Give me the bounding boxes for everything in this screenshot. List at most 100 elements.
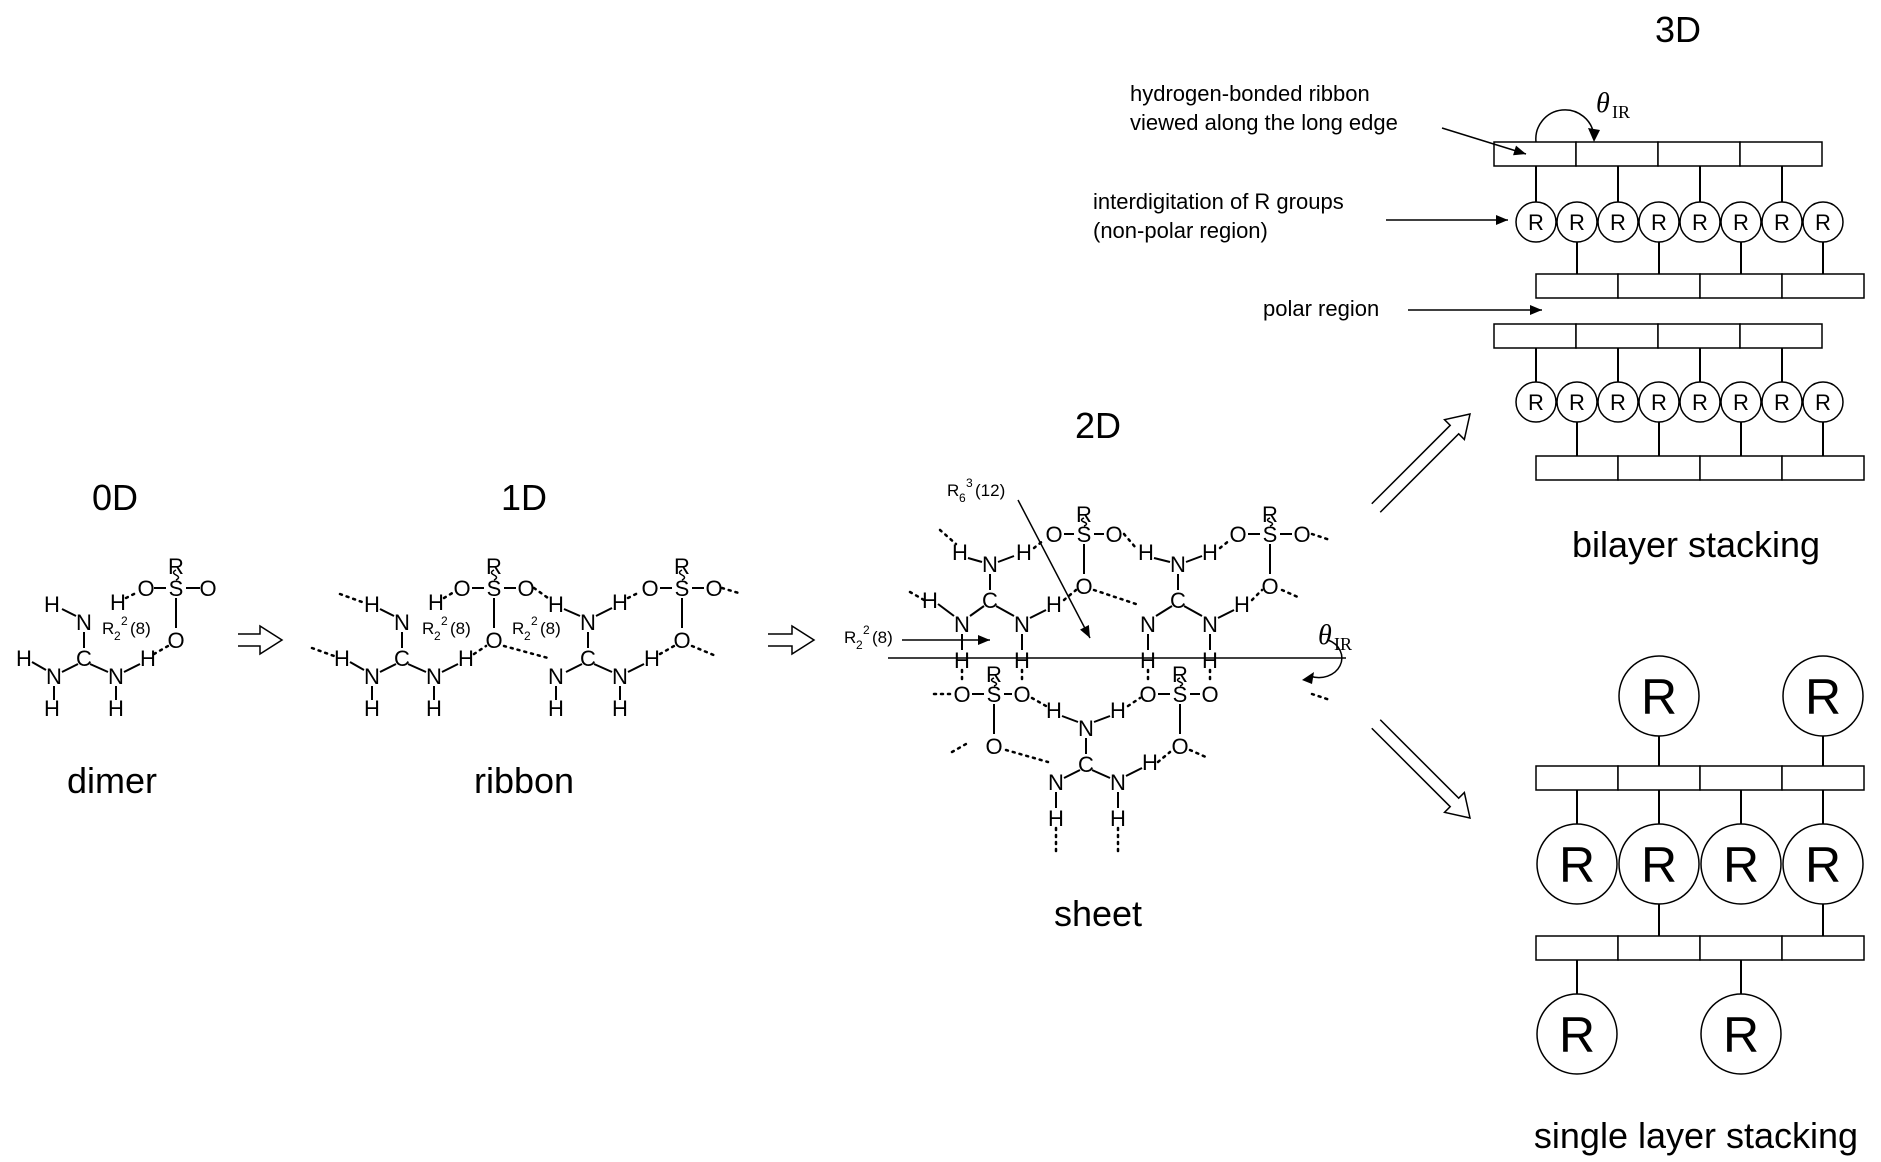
r-group-circle <box>1536 823 1618 905</box>
transition-arrow-to-bilayer <box>1371 413 1471 513</box>
atom-o: O <box>199 576 216 601</box>
caption-dimer: dimer <box>67 760 157 801</box>
transition-arrow-to-single-layer <box>1371 719 1471 819</box>
atom-h: H <box>612 590 628 615</box>
covalent-bond <box>407 663 427 673</box>
atom-c: C <box>76 646 92 671</box>
r-group-label: R <box>1774 390 1790 415</box>
covalent-bond <box>31 661 47 671</box>
atom-o: O <box>1293 522 1310 547</box>
atom-n: N <box>364 664 380 689</box>
atom-h: H <box>644 646 660 671</box>
atom-o: O <box>1171 734 1188 759</box>
covalent-bond <box>593 663 613 673</box>
atom-r: R <box>1262 502 1278 527</box>
atom-o: O <box>1105 522 1122 547</box>
hydrogen-bond <box>908 590 926 602</box>
motif-r63-12-pointer <box>1017 499 1091 639</box>
motif-label-ribbon-right: R 2 2 (8) <box>512 614 561 643</box>
covalent-bond <box>595 607 613 617</box>
covalent-bond <box>1185 555 1203 563</box>
hydrogen-bond <box>532 586 550 600</box>
caption-bilayer: bilayer stacking <box>1572 524 1820 565</box>
ribbon-segment <box>1657 323 1741 349</box>
atom-h: H <box>1202 540 1218 565</box>
wavy-bond <box>490 569 498 581</box>
covalent-bond <box>937 603 955 617</box>
covalent-bond <box>967 557 983 563</box>
ribbon-segment <box>1575 141 1659 167</box>
atom-h: H <box>110 590 126 615</box>
svg-text:2: 2 <box>441 614 448 628</box>
atom-h: H <box>1048 806 1064 831</box>
hydrogen-bond <box>152 644 170 656</box>
atom-s: S <box>987 682 1002 707</box>
r-group-circle <box>1515 201 1557 243</box>
ribbon-segment <box>1781 273 1865 299</box>
r-group-circle <box>1700 823 1782 905</box>
atom-r: R <box>486 554 502 579</box>
r-group-label: R <box>1723 1007 1759 1063</box>
hydrogen-bond <box>1250 588 1264 602</box>
r-group-circle <box>1515 381 1557 423</box>
r-group-label: R <box>1641 837 1677 893</box>
r-group-label: R <box>1805 669 1841 725</box>
motif-label-sheet-r22-8: R 2 2 (8) <box>844 623 893 652</box>
atom-h: H <box>548 696 564 721</box>
r-group-circle <box>1700 993 1782 1075</box>
ribbon-segment <box>1493 141 1577 167</box>
hydrogen-bond <box>442 590 456 600</box>
covalent-bond <box>1125 767 1143 777</box>
ribbon-segment <box>1617 273 1701 299</box>
arrowhead <box>1496 215 1508 225</box>
ribbon-segment <box>1739 141 1823 167</box>
hydrogen-bond <box>124 590 140 600</box>
covalent-bond <box>997 555 1015 563</box>
atom-s: S <box>1173 682 1188 707</box>
atom-s: S <box>1077 522 1092 547</box>
atom-h: H <box>426 696 442 721</box>
ribbon-segment <box>1535 273 1619 299</box>
atom-h: H <box>458 646 474 671</box>
svg-text:2: 2 <box>114 629 121 643</box>
covalent-bond <box>89 663 109 673</box>
title-3d: 3D <box>1655 9 1701 50</box>
hydrogen-bond <box>1092 588 1138 606</box>
ribbon-segment <box>1575 323 1659 349</box>
atom-o: O <box>1139 682 1156 707</box>
atom-n: N <box>394 610 410 635</box>
ribbon-segment <box>1617 765 1701 791</box>
arrowhead <box>1302 672 1314 684</box>
theta-symbol: θ <box>1318 620 1332 651</box>
ribbon-segment <box>1535 935 1619 961</box>
atom-n: N <box>1202 612 1218 637</box>
svg-text:R: R <box>422 619 434 638</box>
interdigitation-line1: interdigitation of R groups <box>1093 189 1344 214</box>
atom-o: O <box>705 576 722 601</box>
ribbon-segment <box>1699 765 1783 791</box>
covalent-bond <box>123 663 141 673</box>
svg-text:(8): (8) <box>540 619 561 638</box>
covalent-bond <box>379 663 397 673</box>
theta-symbol: θ <box>1596 88 1610 119</box>
r-group-label: R <box>1528 390 1544 415</box>
svg-text:(8): (8) <box>450 619 471 638</box>
atom-h: H <box>1046 592 1062 617</box>
r-group-label: R <box>1723 837 1759 893</box>
r-group-label: R <box>1733 390 1749 415</box>
r-group-label: R <box>1815 210 1831 235</box>
hydrogen-bond <box>1030 696 1048 708</box>
svg-text:6: 6 <box>959 491 966 505</box>
svg-text:2: 2 <box>524 629 531 643</box>
r-group-label: R <box>1815 390 1831 415</box>
wavy-bond <box>1266 517 1274 527</box>
svg-text:(8): (8) <box>872 628 893 647</box>
hydrogen-bond <box>338 592 364 604</box>
atom-h: H <box>612 696 628 721</box>
r-group-label: R <box>1651 390 1667 415</box>
rotation-arrow-3d <box>1535 109 1595 143</box>
caption-single-layer: single layer stacking <box>1534 1115 1858 1156</box>
motif-label-ribbon-left: R 2 2 (8) <box>422 614 471 643</box>
ribbon-segment <box>1739 323 1823 349</box>
hydrogen-bond <box>502 644 550 660</box>
